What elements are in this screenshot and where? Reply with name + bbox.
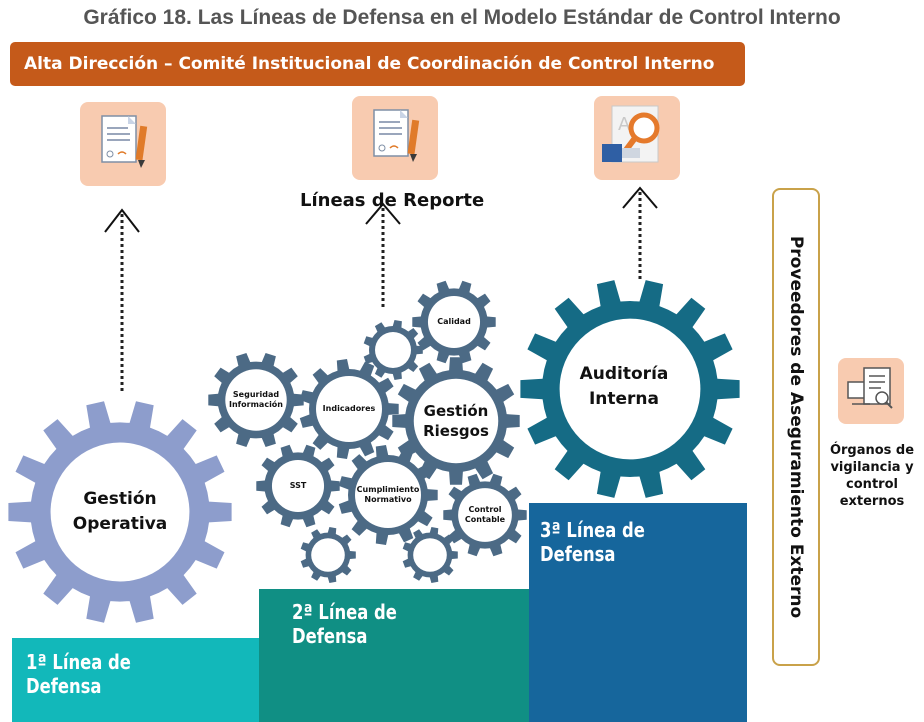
gear-indicadores: [299, 359, 399, 459]
second-line-text-2: Defensa: [292, 624, 368, 648]
first-line-label: 1ª Línea de Defensa: [26, 650, 131, 698]
gear-gestion-riesgos: [392, 357, 520, 485]
first-line-text-2: Defensa: [26, 674, 102, 698]
third-line-step: [529, 503, 747, 722]
organos-label: Órganos de vigilancia y control externos: [822, 442, 922, 510]
auditoria-text-1: Auditoría: [579, 364, 669, 384]
monitor-checklist-icon: [838, 358, 904, 424]
seguridad-text-2: Información: [228, 400, 284, 409]
gear-small-bottom-right: [402, 527, 458, 583]
control-contable-label: Control Contable: [465, 505, 505, 525]
second-line-text-1: 2ª Línea de: [292, 600, 397, 624]
third-line-label: 3ª Línea de Defensa: [540, 518, 645, 566]
auditoria-text-2: Interna: [588, 389, 660, 409]
organos-text-2: vigilancia y: [830, 460, 914, 475]
gestion-operativa-text-1: Gestión: [83, 489, 157, 509]
auditoria-interna-label: Auditoría Interna: [580, 362, 669, 412]
riesgos-text-2: Riesgos: [423, 422, 489, 440]
third-line-text-1: 3ª Línea de: [540, 518, 645, 542]
gestion-operativa-text-2: Operativa: [72, 514, 168, 534]
lineas-de-reporte-label: Líneas de Reporte: [300, 190, 485, 211]
indicadores-label: Indicadores: [322, 404, 376, 413]
contable-text-2: Contable: [464, 515, 506, 524]
seguridad-text-1: Seguridad: [232, 390, 280, 399]
riesgos-text-1: Gestión: [423, 402, 489, 420]
gear-calidad: [412, 280, 496, 364]
gear-cumplimiento: [338, 445, 438, 545]
cumplimiento-normativo-label: Cumplimiento Normativo: [357, 485, 420, 505]
gear-gestion-operativa: [8, 401, 232, 623]
second-line-step: [259, 589, 541, 722]
gear-small-top: [363, 320, 423, 380]
svg-text:A: A: [618, 114, 631, 135]
gear-sst: [256, 444, 340, 528]
document-pen-icon: [352, 96, 438, 180]
external-assurance-label: Proveedores de Aseguramiento Externo: [786, 235, 806, 619]
gestion-operativa-label: Gestión Operativa: [73, 487, 168, 537]
cumplimiento-text-2: Normativo: [364, 495, 412, 504]
contable-text-1: Control: [468, 505, 502, 514]
first-line-step: [12, 638, 270, 722]
organos-text-4: externos: [839, 494, 905, 509]
external-assurance-box: [772, 188, 820, 666]
calidad-label: Calidad: [437, 317, 471, 326]
organos-text-1: Órganos de: [829, 443, 915, 458]
third-line-text-2: Defensa: [540, 542, 616, 566]
first-line-text-1: 1ª Línea de: [26, 650, 131, 674]
seguridad-informacion-label: Seguridad Información: [229, 390, 283, 410]
search-document-icon: A: [594, 96, 680, 180]
gear-auditoria-interna: [520, 280, 740, 498]
gear-seguridad: [208, 353, 304, 447]
sst-label: SST: [289, 481, 307, 490]
document-pen-icon: [80, 102, 166, 186]
gear-control-contable: [443, 473, 527, 557]
cumplimiento-text-1: Cumplimiento: [356, 485, 420, 494]
second-line-label: 2ª Línea de Defensa: [292, 600, 397, 648]
gestion-riesgos-label: Gestión Riesgos: [423, 401, 489, 441]
gear-small-bottom-left: [300, 527, 356, 583]
chart-title: Gráfico 18. Las Líneas de Defensa en el …: [83, 6, 841, 29]
alta-direccion-banner: Alta Dirección – Comité Institucional de…: [10, 42, 745, 86]
organos-text-3: control: [846, 477, 898, 492]
